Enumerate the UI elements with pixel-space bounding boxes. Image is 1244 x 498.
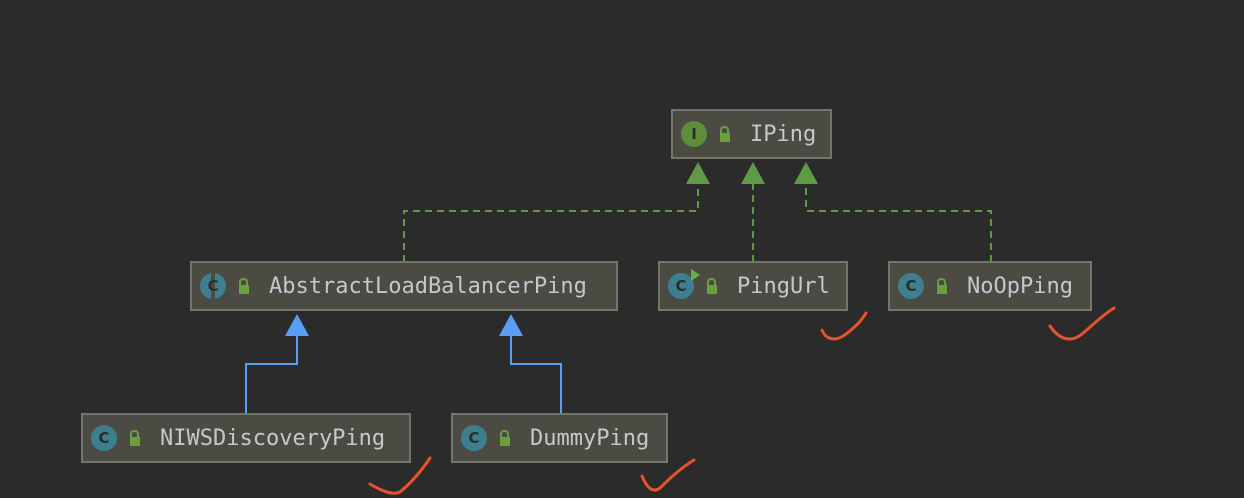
public-lock-icon — [934, 278, 947, 294]
class-node-pingurl[interactable]: C PingUrl — [658, 261, 848, 311]
public-lock-icon — [497, 430, 510, 446]
public-lock-icon — [704, 278, 717, 294]
edge-noop-implements-iping — [794, 162, 992, 262]
public-lock-icon — [717, 126, 730, 142]
class-node-dummyping[interactable]: C DummyPing — [451, 413, 668, 463]
edge-abstract-implements-iping — [403, 162, 710, 262]
implements-arrowhead — [741, 162, 765, 184]
public-lock-icon — [236, 278, 249, 294]
implements-arrowhead — [686, 162, 710, 184]
edge-pingurl-implements-iping — [741, 162, 765, 262]
abstract-class-icon: C — [200, 273, 226, 299]
checkmark-noop — [1048, 306, 1116, 341]
class-icon: C — [91, 425, 117, 451]
class-name-label: IPing — [750, 121, 817, 147]
extends-arrowhead — [285, 314, 309, 336]
checkmark-dummy — [640, 458, 696, 492]
class-node-abstractloadbalancerping[interactable]: C AbstractLoadBalancerPing — [190, 261, 618, 311]
class-name-label: NIWSDiscoveryPing — [160, 425, 386, 451]
class-name-label: PingUrl — [737, 273, 830, 299]
extends-arrowhead — [499, 314, 523, 336]
runnable-class-icon: C — [668, 269, 700, 299]
class-name-label: DummyPing — [530, 425, 650, 451]
class-node-noopping[interactable]: C NoOpPing — [888, 261, 1092, 311]
public-lock-icon — [127, 430, 140, 446]
class-name-label: AbstractLoadBalancerPing — [269, 273, 587, 299]
interface-icon: I — [681, 121, 707, 147]
implements-arrowhead — [794, 162, 818, 184]
checkmark-pingurl — [820, 311, 868, 341]
edge-dummy-extends-abstract — [499, 314, 562, 413]
class-icon: C — [461, 425, 487, 451]
class-icon: C — [898, 273, 924, 299]
class-node-iping[interactable]: I IPing — [671, 109, 832, 159]
class-name-label: NoOpPing — [967, 273, 1073, 299]
checkmark-niws — [368, 456, 432, 495]
class-node-niwsdiscoveryping[interactable]: C NIWSDiscoveryPing — [81, 413, 411, 463]
edge-niws-extends-abstract — [245, 314, 309, 413]
